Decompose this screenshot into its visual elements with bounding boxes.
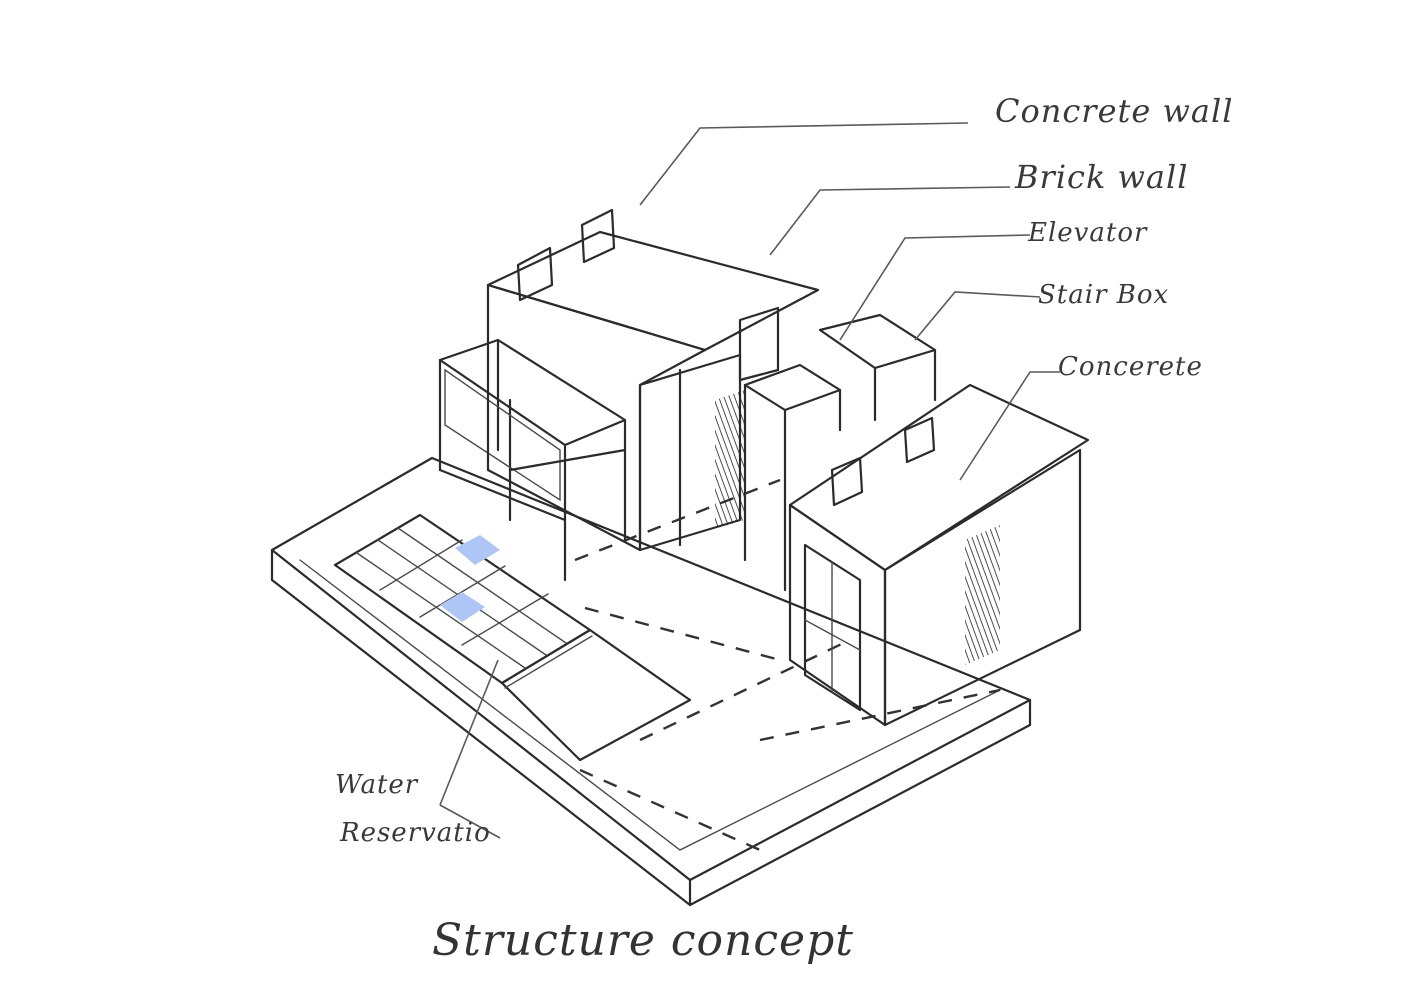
- diagram-title: Structure concept: [432, 915, 854, 966]
- label-brick-wall: Brick wall: [1015, 158, 1189, 196]
- water-reservation: [333, 513, 692, 762]
- frame-structure: [438, 338, 627, 582]
- label-water: Water: [335, 770, 419, 800]
- label-concrete: Concerete: [1058, 352, 1203, 382]
- label-elevator: Elevator: [1028, 218, 1148, 248]
- label-stair-box: Stair Box: [1038, 280, 1170, 310]
- label-reservation: Reservatio: [340, 818, 491, 848]
- elevator-core: [743, 363, 842, 592]
- label-concrete-wall: Concrete wall: [995, 92, 1234, 130]
- main-block: [486, 208, 820, 552]
- stair-box: [818, 313, 937, 422]
- leader-lines: [439, 122, 1060, 839]
- site-base-slab: [270, 456, 1032, 907]
- right-block: [788, 383, 1090, 727]
